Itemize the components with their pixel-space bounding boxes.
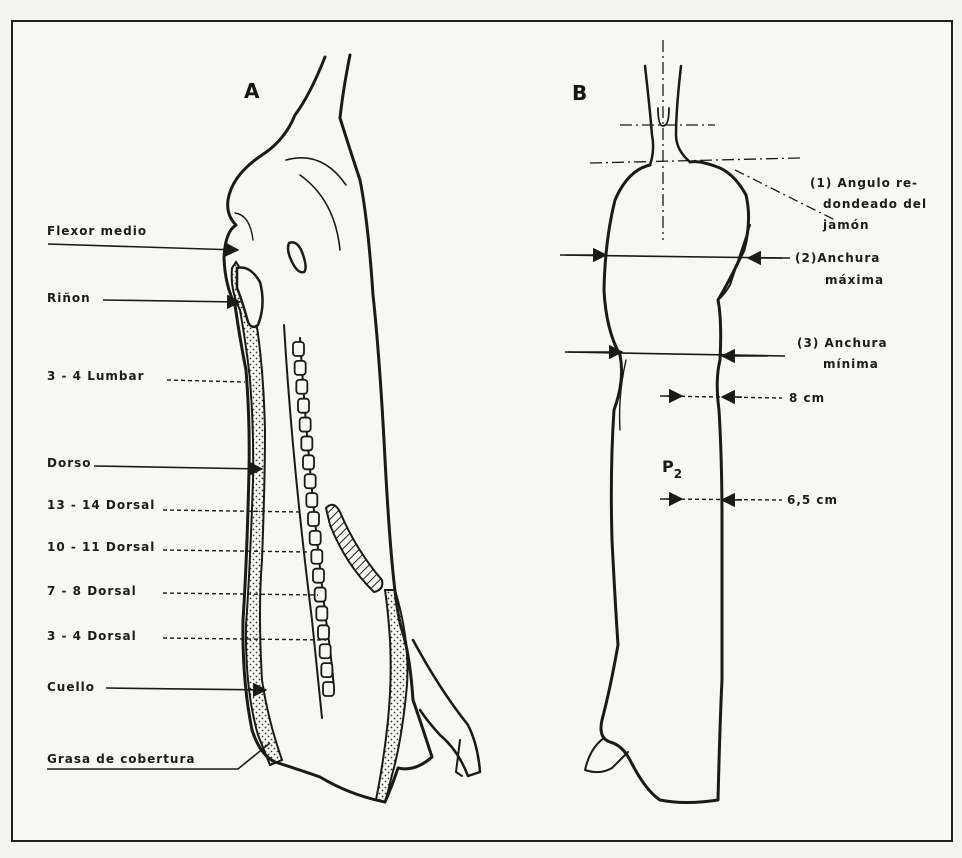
label-flexor-medio: Flexor medio (47, 224, 147, 238)
vertebra (300, 418, 311, 432)
label-6-5cm: 6,5 cm (787, 493, 838, 507)
vertebra (316, 606, 327, 620)
panel-b-letter: B (572, 81, 587, 105)
label-dorsal-10-11: 10 - 11 Dorsal (47, 540, 155, 554)
vertebra (310, 531, 321, 545)
p2-letter: P (662, 457, 674, 476)
vertebra (315, 588, 326, 602)
label-angulo-3: jamón (822, 218, 870, 232)
vertebra (295, 361, 306, 375)
vertebra (303, 455, 314, 469)
label-angulo-2: dondeado del (823, 197, 927, 211)
label-anchura-min-2: mínima (823, 357, 879, 371)
label-angulo-1: (1) Angulo re- (810, 176, 918, 190)
vertebra (308, 512, 319, 526)
label-dorsal-13-14: 13 - 14 Dorsal (47, 498, 155, 512)
vertebra (296, 380, 307, 394)
vertebra (301, 436, 312, 450)
vertebra (293, 342, 304, 356)
vertebra (323, 682, 334, 696)
vertebra (318, 625, 329, 639)
vertebra (305, 474, 316, 488)
label-lumbar: 3 - 4 Lumbar (47, 369, 145, 383)
label-cuello: Cuello (47, 680, 95, 694)
label-dorsal-3-4: 3 - 4 Dorsal (47, 629, 137, 643)
label-8cm: 8 cm (789, 391, 825, 405)
label-anchura-max-2: máxima (825, 273, 884, 287)
p2-subscript: 2 (674, 467, 682, 481)
vertebra (321, 663, 332, 677)
vertebra (311, 550, 322, 564)
label-rinon: Riñon (47, 291, 91, 305)
vertebra (320, 644, 331, 658)
label-dorso: Dorso (47, 456, 92, 470)
label-dorsal-7-8: 7 - 8 Dorsal (47, 584, 137, 598)
label-anchura-max-1: (2)Anchura (795, 251, 880, 265)
panel-a-letter: A (244, 79, 260, 103)
vertebra (306, 493, 317, 507)
figure-frame (12, 21, 952, 841)
vertebra (298, 399, 309, 413)
vertebra (313, 569, 324, 583)
label-anchura-min-1: (3) Anchura (797, 336, 888, 350)
label-grasa: Grasa de cobertura (47, 752, 196, 766)
